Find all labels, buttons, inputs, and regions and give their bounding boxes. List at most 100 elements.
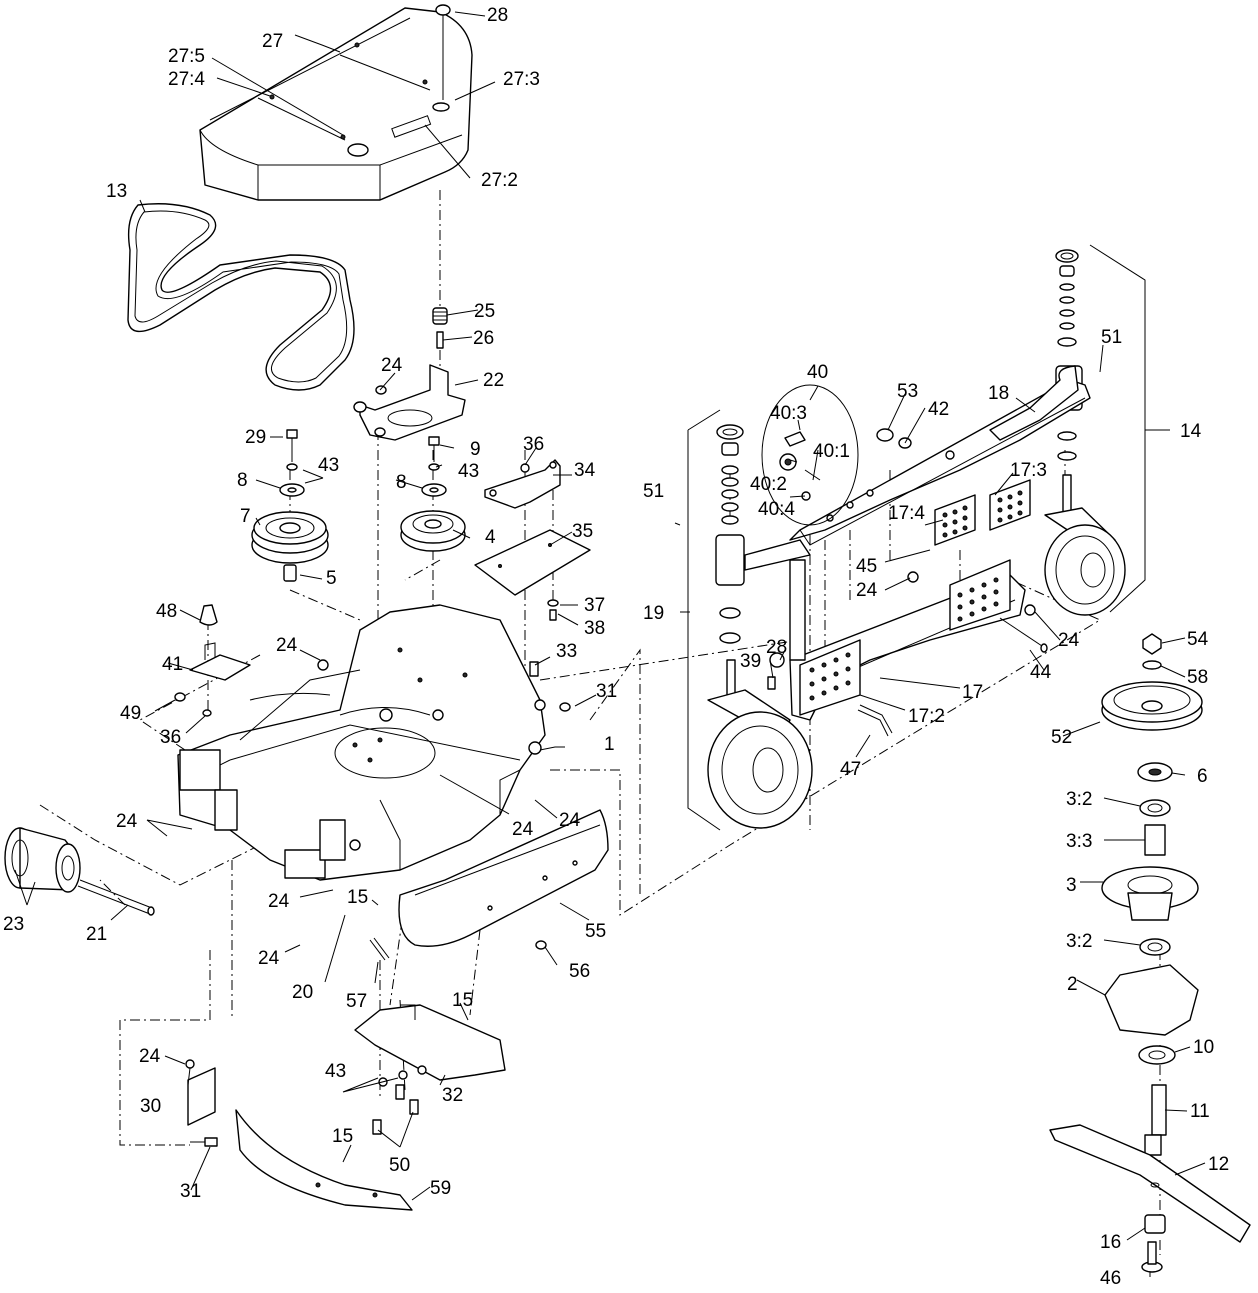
callout-1: 1 bbox=[604, 734, 615, 755]
callout-27-3: 27:3 bbox=[503, 69, 540, 90]
callout-24-idler: 24 bbox=[381, 355, 403, 376]
callout-41: 41 bbox=[162, 654, 183, 675]
callout-43-left: 43 bbox=[318, 455, 339, 476]
callout-23: 23 bbox=[3, 914, 24, 935]
callout-3-3: 3:3 bbox=[1066, 831, 1092, 852]
callout-31-top: 31 bbox=[596, 681, 617, 702]
knob-28 bbox=[435, 4, 451, 100]
mower-deck-1 bbox=[177, 604, 546, 881]
callout-46: 46 bbox=[1100, 1268, 1121, 1289]
callout-15-deck: 15 bbox=[347, 887, 368, 908]
callout-40-1: 40:1 bbox=[813, 441, 850, 462]
callout-47: 47 bbox=[840, 759, 861, 780]
drive-belt-13 bbox=[127, 203, 355, 391]
callout-24-lower: 24 bbox=[258, 948, 280, 969]
callout-20: 20 bbox=[292, 982, 313, 1003]
callout-24-frame-right: 24 bbox=[1058, 630, 1080, 651]
callout-7: 7 bbox=[240, 506, 251, 527]
callout-24-center: 24 bbox=[512, 819, 534, 840]
bumper-55 bbox=[398, 809, 609, 947]
callout-30: 30 bbox=[140, 1096, 161, 1117]
callout-14: 14 bbox=[1180, 421, 1202, 442]
pin-26 bbox=[436, 331, 444, 349]
callout-52: 52 bbox=[1051, 727, 1072, 748]
belt-cover-27 bbox=[199, 7, 473, 201]
cone-48 bbox=[199, 604, 218, 626]
callout-19: 19 bbox=[643, 603, 664, 624]
fasteners-49-36 bbox=[174, 692, 212, 717]
roller-23 bbox=[4, 827, 81, 893]
callout-44: 44 bbox=[1030, 662, 1052, 683]
callout-28-cover: 28 bbox=[487, 5, 508, 26]
callout-24-right: 24 bbox=[559, 810, 581, 831]
callout-22: 22 bbox=[483, 370, 504, 391]
callout-29: 29 bbox=[245, 427, 266, 448]
callout-3-2-upper: 3:2 bbox=[1066, 789, 1092, 810]
callout-42: 42 bbox=[928, 399, 949, 420]
callout-13: 13 bbox=[106, 181, 127, 202]
chute-32 bbox=[354, 1004, 506, 1081]
plate-30 bbox=[185, 1059, 216, 1126]
callout-56: 56 bbox=[569, 961, 590, 982]
callout-4: 4 bbox=[485, 527, 496, 548]
callout-51-left: 51 bbox=[643, 481, 664, 502]
callout-24-roller: 24 bbox=[116, 811, 138, 832]
grid-plates-17 bbox=[799, 479, 1031, 716]
caster-right bbox=[1044, 249, 1126, 616]
callout-33: 33 bbox=[556, 641, 577, 662]
callout-40-4: 40:4 bbox=[758, 499, 795, 520]
caster-left bbox=[707, 424, 813, 829]
pin-57 bbox=[369, 937, 390, 961]
bolt-33 bbox=[529, 661, 539, 677]
bolts-50-43 bbox=[372, 1065, 427, 1135]
washers-8 bbox=[279, 483, 447, 497]
callout-28-caster: 28 bbox=[766, 637, 787, 658]
callout-27: 27 bbox=[262, 31, 283, 52]
callout-17-2: 17:2 bbox=[908, 706, 945, 727]
callout-31-bottom: 31 bbox=[180, 1181, 201, 1202]
callout-26: 26 bbox=[473, 328, 494, 349]
callout-53: 53 bbox=[897, 381, 918, 402]
callout-18: 18 bbox=[988, 383, 1009, 404]
callout-25: 25 bbox=[474, 301, 495, 322]
leader-lines bbox=[14, 11, 1206, 1277]
callout-17: 17 bbox=[962, 682, 983, 703]
bolt-31-bottom bbox=[190, 1137, 218, 1147]
callout-3: 3 bbox=[1066, 875, 1077, 896]
callout-5: 5 bbox=[326, 568, 337, 589]
callout-38: 38 bbox=[584, 618, 605, 639]
callout-10: 10 bbox=[1193, 1037, 1214, 1058]
bolt-31-top bbox=[559, 702, 571, 712]
callout-24-plate: 24 bbox=[139, 1046, 161, 1067]
bracket-34 bbox=[484, 459, 561, 509]
callout-16: 16 bbox=[1100, 1232, 1121, 1253]
baffle-59 bbox=[235, 1109, 413, 1211]
callout-57: 57 bbox=[346, 991, 367, 1012]
callout-27-5: 27:5 bbox=[168, 46, 205, 67]
plate-35 bbox=[474, 529, 591, 596]
bolts-29-9 bbox=[286, 429, 440, 471]
callout-labels: 1 2 3 3:2 3:3 3:2 4 5 6 7 8 8 9 10 11 12… bbox=[3, 5, 1229, 1289]
pin-44 bbox=[999, 617, 1048, 653]
callout-43-right: 43 bbox=[458, 461, 479, 482]
callout-11: 11 bbox=[1190, 1101, 1210, 1122]
callout-55: 55 bbox=[585, 921, 606, 942]
pin-28-39 bbox=[767, 652, 785, 690]
callout-49: 49 bbox=[120, 703, 141, 724]
nut-56 bbox=[535, 940, 547, 950]
callout-12: 12 bbox=[1208, 1154, 1229, 1175]
callout-24-frame: 24 bbox=[856, 580, 878, 601]
axle-21 bbox=[77, 879, 155, 916]
bracket-41 bbox=[189, 642, 251, 681]
idler-arm-22 bbox=[353, 364, 466, 441]
callout-24-deck-top: 24 bbox=[276, 635, 298, 656]
washer-53-nut-42 bbox=[876, 428, 912, 449]
callout-59: 59 bbox=[430, 1178, 451, 1199]
callout-48: 48 bbox=[156, 601, 177, 622]
callout-40-3: 40:3 bbox=[770, 403, 807, 424]
callout-51-right: 51 bbox=[1101, 327, 1122, 348]
callout-43-chute: 43 bbox=[325, 1061, 346, 1082]
callout-32: 32 bbox=[442, 1085, 463, 1106]
callout-50: 50 bbox=[389, 1155, 410, 1176]
